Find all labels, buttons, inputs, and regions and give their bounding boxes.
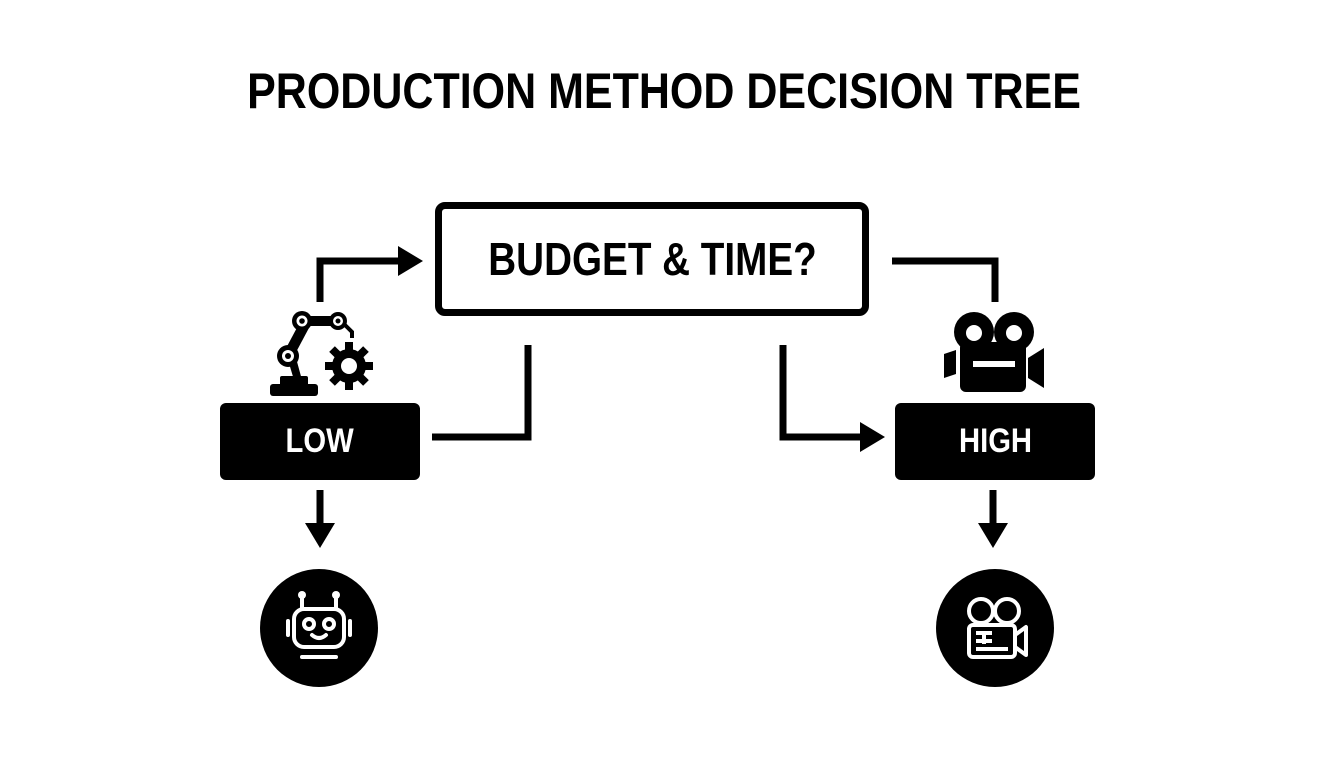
line-decision-to-low (432, 345, 532, 441)
decision-node: BUDGET & TIME? (435, 202, 869, 316)
result-ai-generated (260, 569, 378, 687)
line-decision-to-high-icon (892, 257, 999, 302)
film-camera-icon (944, 312, 1044, 392)
outcome-low-label: LOW (285, 422, 355, 460)
robot-face-icon (286, 591, 352, 659)
film-camera-outline-icon (967, 597, 1028, 659)
outcome-high: HIGH (895, 403, 1095, 480)
outcome-high-label: HIGH (958, 422, 1032, 460)
result-live-production (936, 569, 1054, 687)
arrow-low-down (305, 490, 335, 548)
decision-question: BUDGET & TIME? (487, 233, 817, 285)
diagram-title: PRODUCTION METHOD DECISION TREE (247, 63, 1081, 119)
arrow-high-down (978, 490, 1008, 548)
arrow-decision-to-high (779, 345, 885, 452)
outcome-low: LOW (220, 403, 420, 480)
robot-arm-gear-icon (270, 311, 373, 396)
arrow-low-to-decision (316, 246, 423, 302)
